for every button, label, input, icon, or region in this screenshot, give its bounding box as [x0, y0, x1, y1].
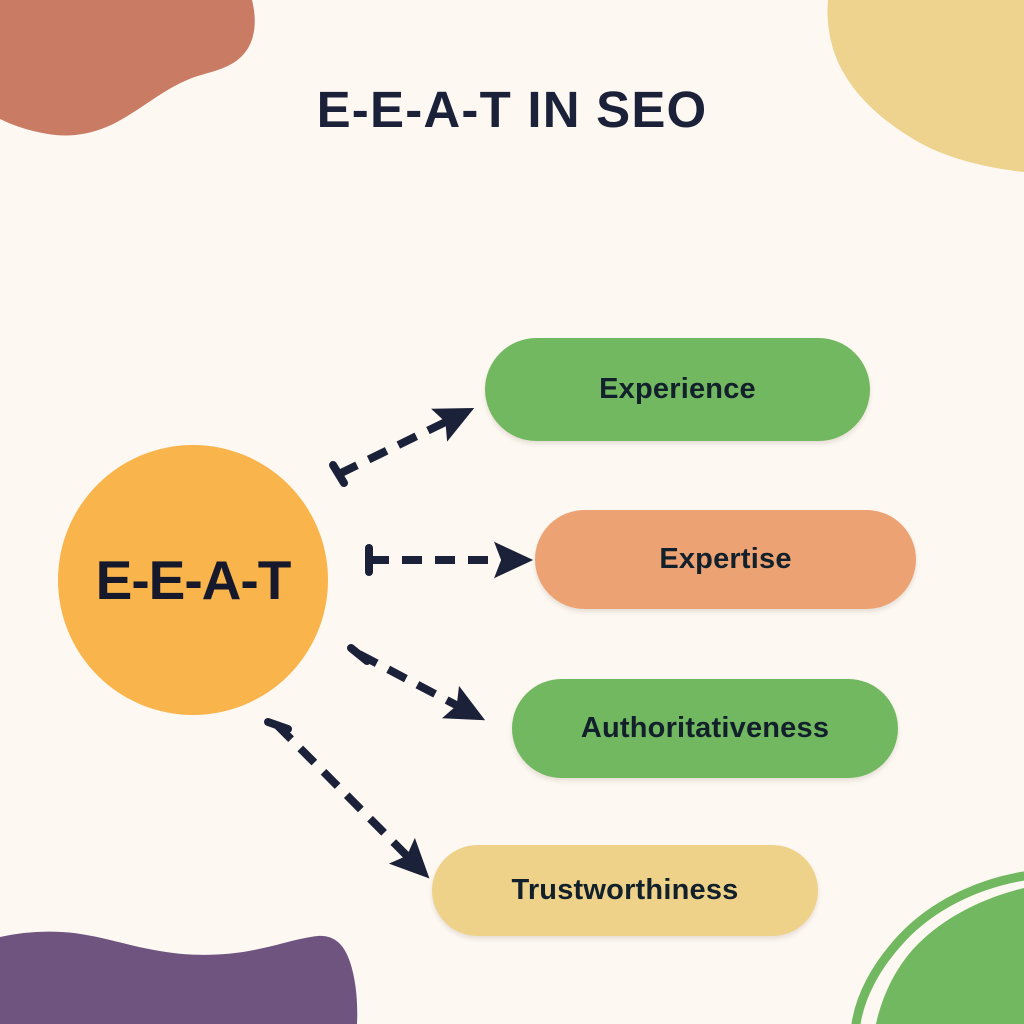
connector-arrow-trustworthiness	[264, 718, 430, 879]
connector-arrow-experience	[329, 407, 475, 487]
bottom-right-blob	[851, 871, 1024, 1024]
pillar-authoritativeness[interactable]: Authoritativeness	[512, 679, 898, 778]
hub-circle-eeat[interactable]: E-E-A-T	[58, 445, 328, 715]
pillar-label: Expertise	[659, 543, 792, 575]
connector-arrow-authoritativeness	[347, 644, 486, 721]
page-title: E-E-A-T IN SEO	[316, 81, 708, 138]
hub-label: E-E-A-T	[95, 548, 292, 611]
pillar-label: Trustworthiness	[511, 874, 739, 906]
connector-arrow-expertise	[365, 541, 534, 579]
pillar-label: Experience	[599, 373, 756, 405]
bottom-left-blob	[0, 931, 358, 1024]
pillar-label: Authoritativeness	[580, 712, 830, 744]
pillar-expertise[interactable]: Expertise	[535, 510, 916, 609]
pillar-trustworthiness[interactable]: Trustworthiness	[432, 845, 818, 936]
pillar-experience[interactable]: Experience	[485, 338, 870, 441]
